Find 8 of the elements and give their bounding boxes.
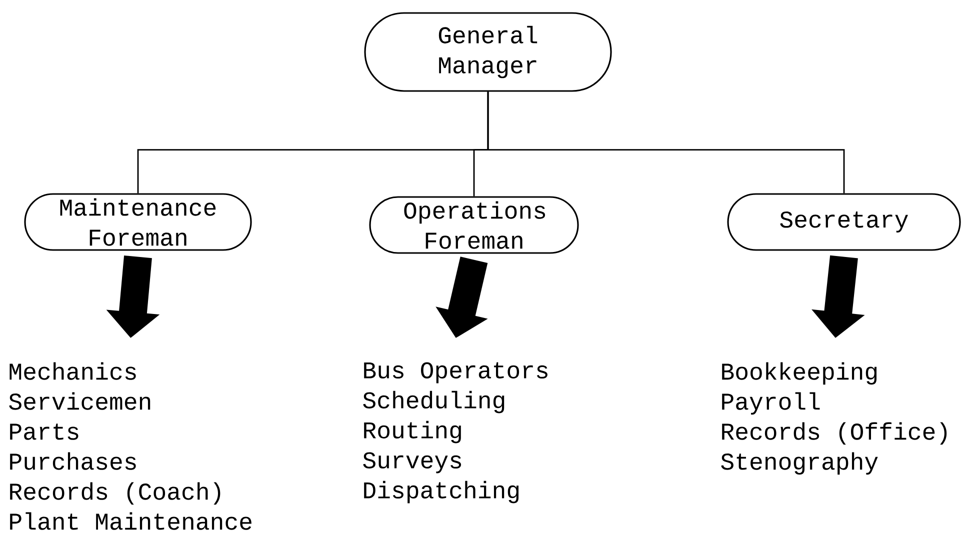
item-list: Bookkeeping Payroll Records (Office) Stenography <box>721 362 947 475</box>
rounded-box: Maintenance Foreman <box>24 193 252 251</box>
rounded-box: Secretary <box>727 193 961 251</box>
rounded-box: General Manager <box>364 12 612 92</box>
item-list: Mechanics Servicemen Parts Purchases Records (Coach) Plant Maintenance <box>9 362 252 530</box>
item-list: Bus Operators Scheduling Routing Surveys Dispatching <box>363 362 548 504</box>
rounded-box: Operations Foreman <box>369 196 579 254</box>
connector-line <box>487 92 845 194</box>
